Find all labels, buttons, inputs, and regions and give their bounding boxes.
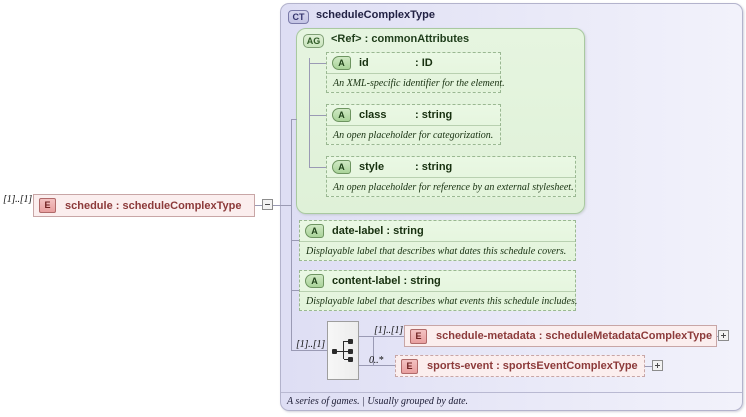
sequence-branch-spine	[373, 336, 374, 366]
attribute-badge-icon: A	[305, 274, 324, 288]
attribute-name-class: class	[359, 109, 387, 121]
toggle-connector-schedule	[255, 205, 262, 206]
attribute-header-content-label: A content-label : string	[300, 271, 575, 292]
schedule-metadata-cardinality: [1]..[1]	[374, 325, 403, 336]
branch-to-sequence	[291, 350, 327, 351]
sequence-branch-metadata	[359, 336, 373, 337]
attribute-badge-icon: A	[332, 160, 351, 174]
element-badge-icon: E	[401, 358, 418, 374]
element-badge-icon: E	[410, 328, 427, 344]
element-label-schedule-metadata: schedule-metadata : scheduleMetadataComp…	[436, 330, 713, 342]
element-box-schedule[interactable]: E schedule : scheduleComplexType	[33, 194, 255, 217]
branch-to-attribute-group	[291, 119, 297, 120]
attribute-type-class: : string	[415, 109, 453, 121]
attribute-description-content-label: Displayable label that describes what ev…	[306, 295, 578, 307]
element-label-schedule: schedule : scheduleComplexType	[65, 199, 242, 212]
attribute-group-ref-label: <Ref>	[331, 33, 362, 45]
sequence-icon	[332, 339, 356, 363]
attribute-card-style: A style : string An open placeholder for…	[326, 156, 576, 197]
attribute-badge-icon: A	[305, 224, 324, 238]
attribute-badge-icon: A	[332, 56, 351, 70]
expand-toggle-schedule-metadata[interactable]	[718, 330, 729, 341]
branch-to-content-label	[291, 290, 299, 291]
attribute-group-badge: AG	[303, 34, 324, 48]
attribute-header-id: A id : ID	[327, 53, 500, 74]
attribute-header-style: A style : string	[327, 157, 575, 178]
branch-to-date-label	[291, 240, 299, 241]
attribute-group-name: commonAttributes	[371, 33, 470, 45]
attribute-type-id: : ID	[415, 57, 433, 69]
attribute-header-class: A class : string	[327, 105, 500, 126]
sequence-cardinality: [1]..[1]	[296, 339, 325, 350]
attribute-description-id: An XML-specific identifier for the eleme…	[333, 77, 505, 89]
attribute-badge-icon: A	[332, 108, 351, 122]
complex-type-title: scheduleComplexType	[316, 9, 435, 21]
attribute-name-content-label: content-label : string	[332, 275, 441, 287]
collapse-toggle-schedule[interactable]	[262, 199, 273, 210]
element-box-schedule-metadata[interactable]: E schedule-metadata : scheduleMetadataCo…	[404, 325, 717, 347]
attribute-description-class: An open placeholder for categorization.	[333, 129, 494, 141]
attribute-name-id: id	[359, 57, 369, 69]
attribute-description-style: An open placeholder for reference by an …	[333, 181, 574, 193]
attribute-card-date-label: A date-label : string Displayable label …	[299, 220, 576, 261]
ag-tree-branch-id	[309, 63, 326, 64]
expand-toggle-sports-event[interactable]	[652, 360, 663, 371]
main-tree-spine	[291, 119, 292, 350]
sequence-compositor[interactable]	[327, 321, 359, 380]
sequence-lead-metadata	[373, 336, 405, 337]
element-badge-icon: E	[39, 198, 56, 213]
attribute-group-title: <Ref> : commonAttributes	[331, 33, 469, 45]
complex-type-annotation: A series of games. | Usually grouped by …	[281, 392, 742, 410]
ag-tree-branch-class	[309, 115, 326, 116]
ag-tree-spine	[309, 63, 310, 168]
attribute-type-style: : string	[415, 161, 453, 173]
root-connector-line	[262, 205, 291, 206]
attribute-card-content-label: A content-label : string Displayable lab…	[299, 270, 578, 311]
sequence-lead-sports-event	[373, 365, 395, 366]
attribute-name-style: style	[359, 161, 385, 173]
attribute-name-date-label: date-label : string	[332, 225, 424, 237]
attribute-card-id: A id : ID An XML-specific identifier for…	[326, 52, 505, 93]
complex-type-badge: CT	[288, 10, 309, 24]
root-element-cardinality: [1]..[1]	[3, 194, 32, 205]
sports-event-cardinality: 0..*	[369, 355, 384, 366]
sequence-branch-sports-event	[359, 365, 373, 366]
ag-tree-branch-style	[309, 167, 326, 168]
element-label-sports-event: sports-event : sportsEventComplexType	[427, 360, 638, 372]
toggle-connector-schedule-metadata	[717, 336, 718, 337]
attribute-header-date-label: A date-label : string	[300, 221, 575, 242]
toggle-connector-sports-event	[645, 366, 652, 367]
element-box-sports-event[interactable]: E sports-event : sportsEventComplexType	[395, 355, 645, 377]
attribute-group-separator: :	[361, 33, 372, 45]
attribute-card-class: A class : string An open placeholder for…	[326, 104, 501, 145]
attribute-description-date-label: Displayable label that describes what da…	[306, 245, 567, 257]
